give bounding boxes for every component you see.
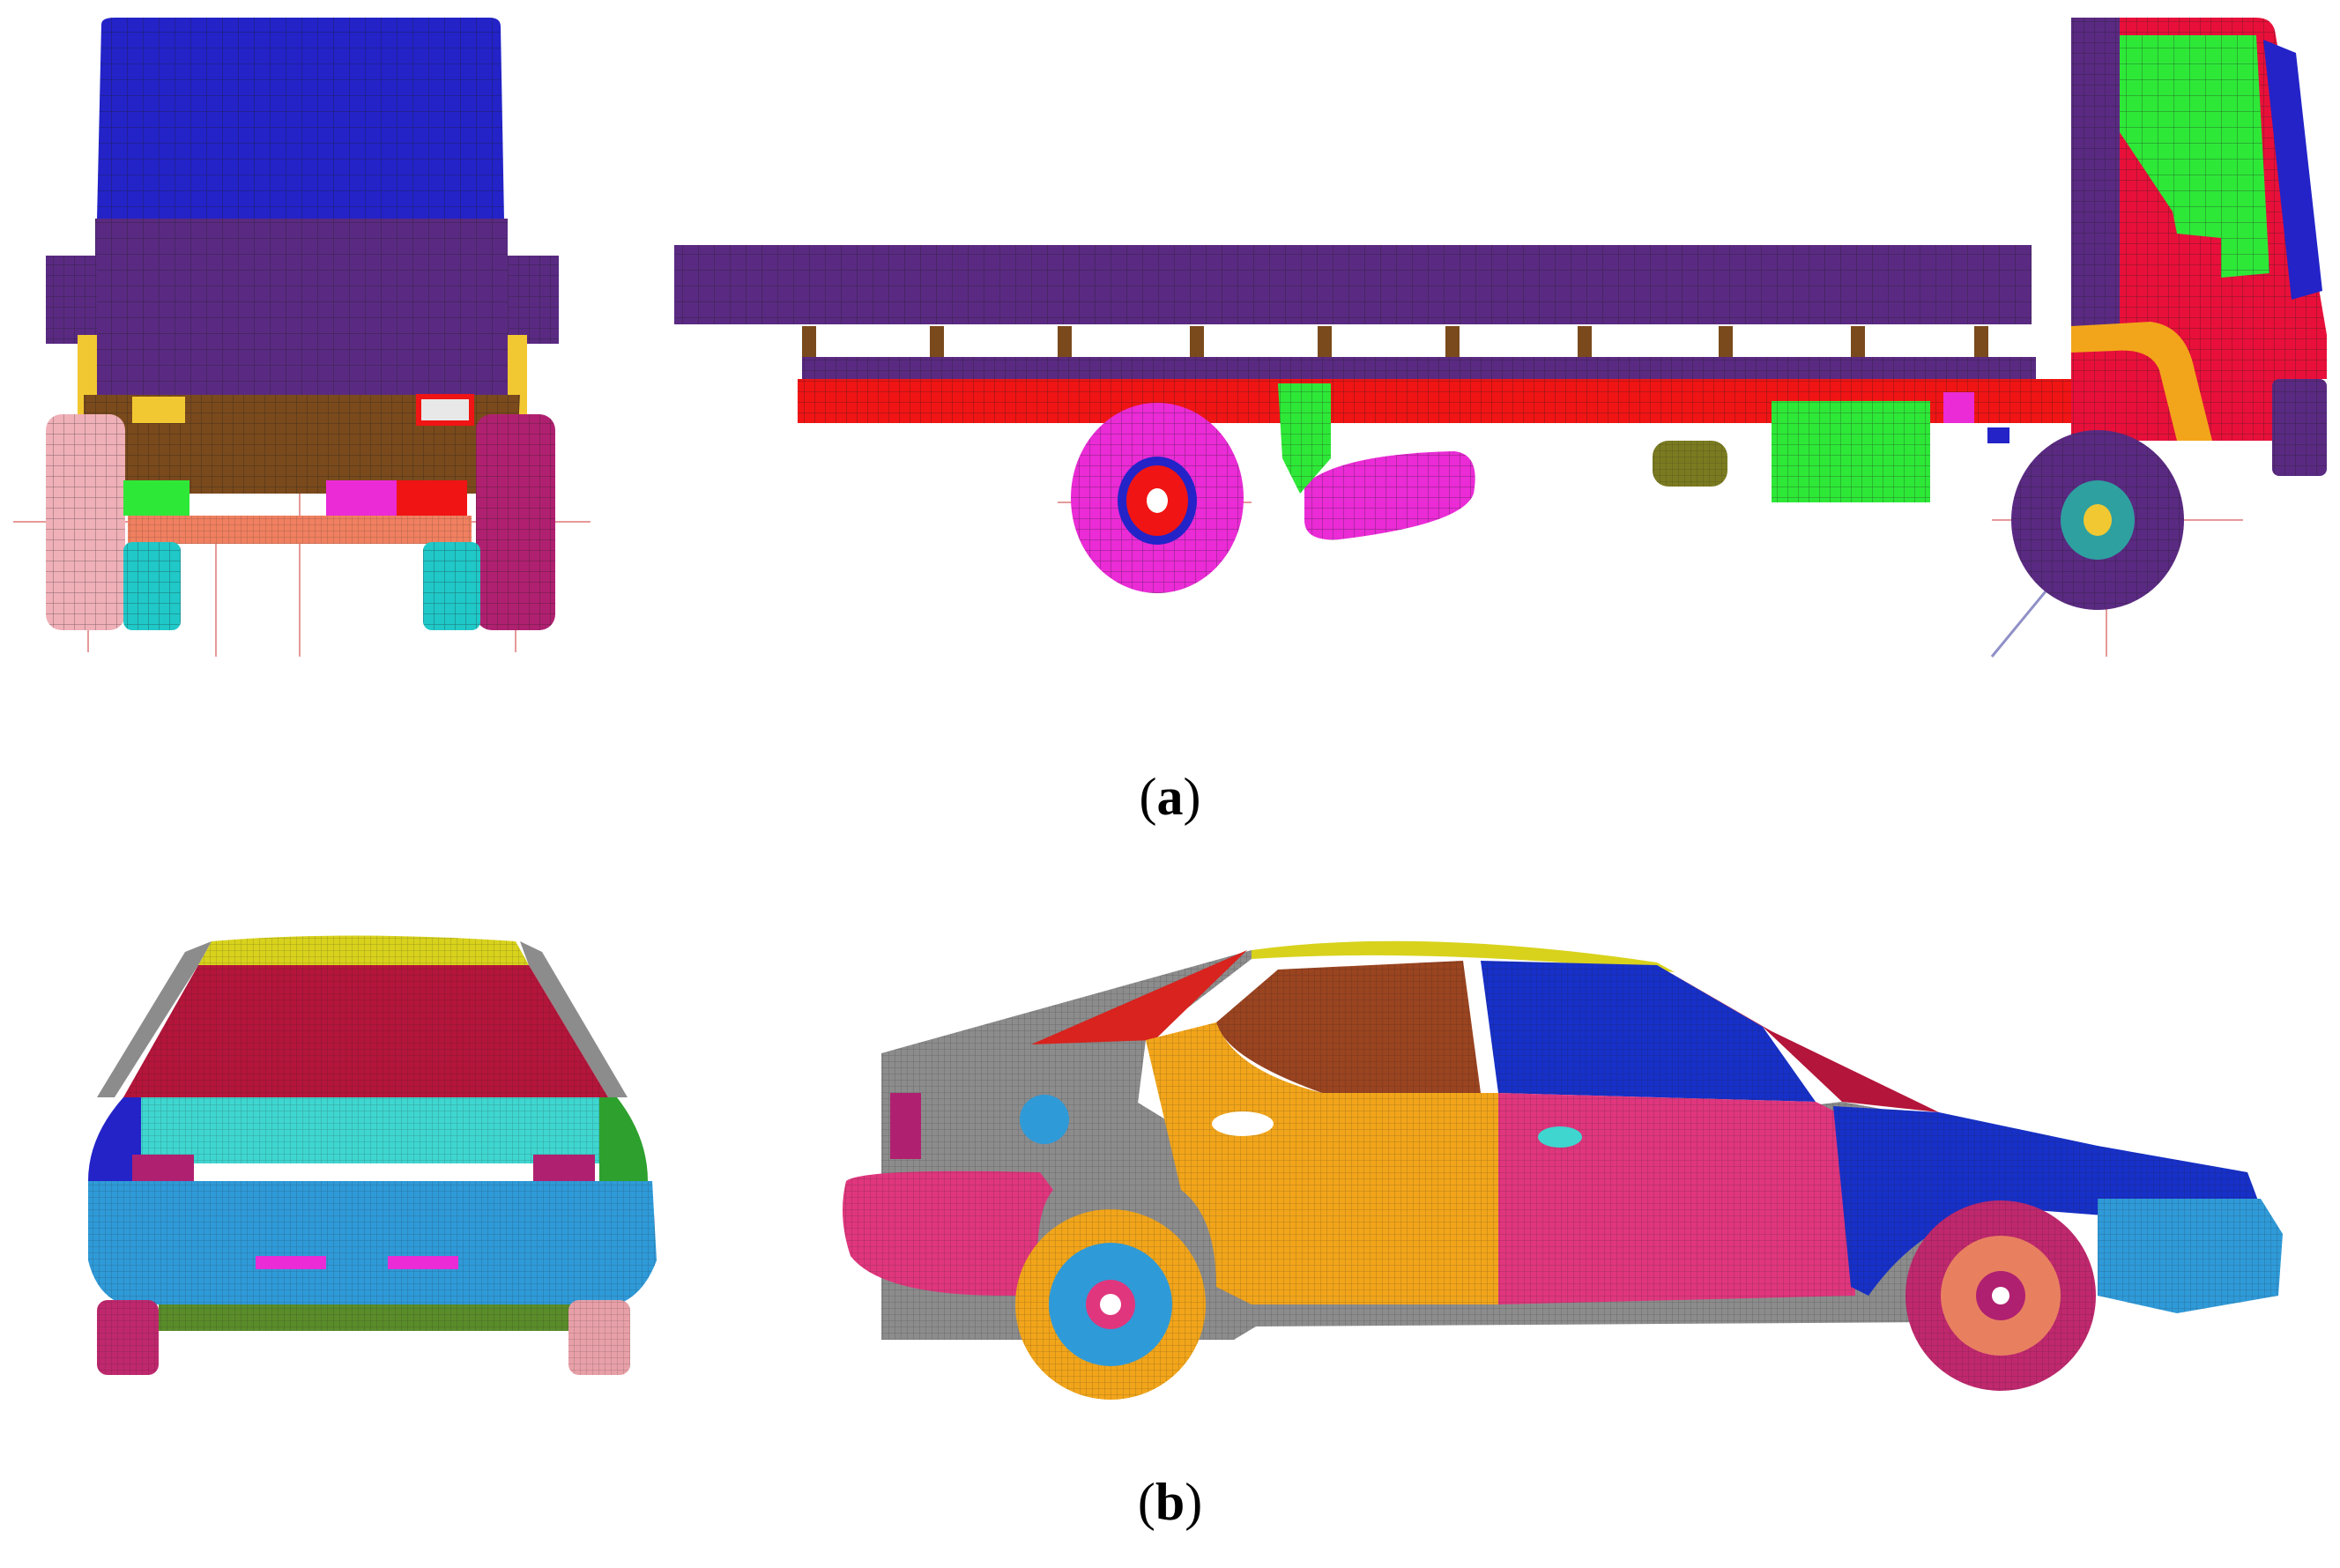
truck-rear-wheel — [1071, 403, 1244, 593]
panel-b-label: b — [1155, 1473, 1185, 1531]
truck-front-view — [13, 18, 591, 657]
truck-front-wheel — [2011, 430, 2184, 610]
car-rear-view — [88, 935, 657, 1375]
panel-b-caption: (b) — [1137, 1473, 1203, 1531]
panel-a: (a) — [13, 18, 2327, 826]
panel-a-label: a — [1156, 768, 1184, 826]
car-side-view — [843, 940, 2283, 1400]
panel-b: (b) — [88, 935, 2283, 1531]
car-front-wheel — [1905, 1200, 2096, 1391]
truck-spare-wheel — [1304, 451, 1475, 540]
truck-side-view — [674, 18, 2327, 658]
panel-a-caption: (a) — [1139, 768, 1201, 826]
car-roof — [1252, 940, 1675, 972]
car-rear-wheel — [1015, 1209, 1206, 1400]
